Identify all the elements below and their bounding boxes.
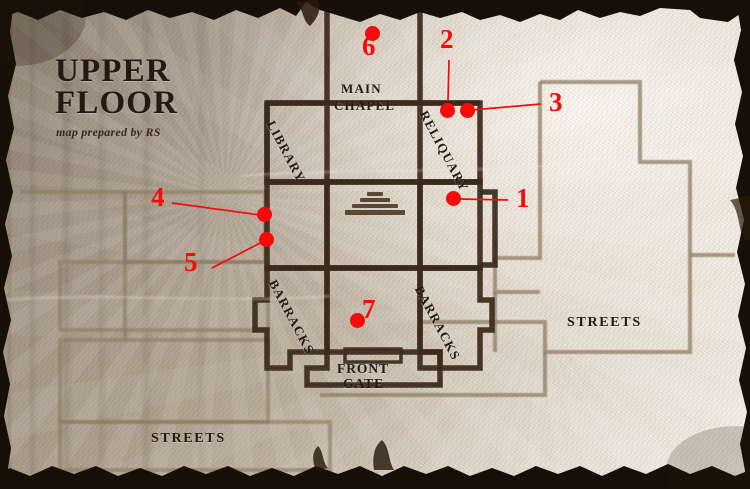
room-label-main-chapel-line2: CHAPEL	[334, 98, 396, 113]
marker-1-dot[interactable]	[446, 191, 461, 206]
room-label-front-gate-line2: GATE	[343, 376, 385, 391]
marker-6-number[interactable]: 6	[362, 31, 376, 61]
marker-7-dot[interactable]	[350, 313, 365, 328]
paper-creases	[0, 165, 546, 301]
title-line-1: UPPER	[55, 53, 171, 89]
page-title: UPPER FLOOR	[55, 55, 178, 120]
castle-walls	[252, 5, 498, 388]
room-label-front-gate-line1: FRONT	[337, 361, 389, 376]
stairs-symbol	[345, 192, 405, 215]
area-label-streets-southwest: STREETS	[151, 431, 226, 446]
marker-4-dot[interactable]	[257, 207, 272, 222]
street-block-outlines	[20, 190, 332, 472]
east-street-block-outline	[320, 80, 735, 397]
title-line-2: FLOOR	[55, 85, 179, 122]
map-credit: map prepared by RS	[56, 125, 161, 139]
marker-1-number[interactable]: 1	[516, 183, 530, 213]
marker-2-dot[interactable]	[440, 103, 455, 118]
marker-5-number[interactable]: 5	[184, 247, 198, 277]
marker-7-number[interactable]: 7	[362, 294, 376, 324]
front-gate-opening	[343, 347, 403, 364]
marker-3-dot[interactable]	[460, 103, 475, 118]
marker-6-dot[interactable]	[365, 26, 380, 41]
area-label-streets-east: STREETS	[567, 315, 642, 330]
marker-2-number[interactable]: 2	[440, 24, 454, 54]
marker-4-number[interactable]: 4	[151, 182, 165, 212]
marker-3-number[interactable]: 3	[549, 87, 563, 117]
marker-5-dot[interactable]	[259, 232, 274, 247]
room-label-main-chapel-line1: MAIN	[341, 81, 382, 96]
